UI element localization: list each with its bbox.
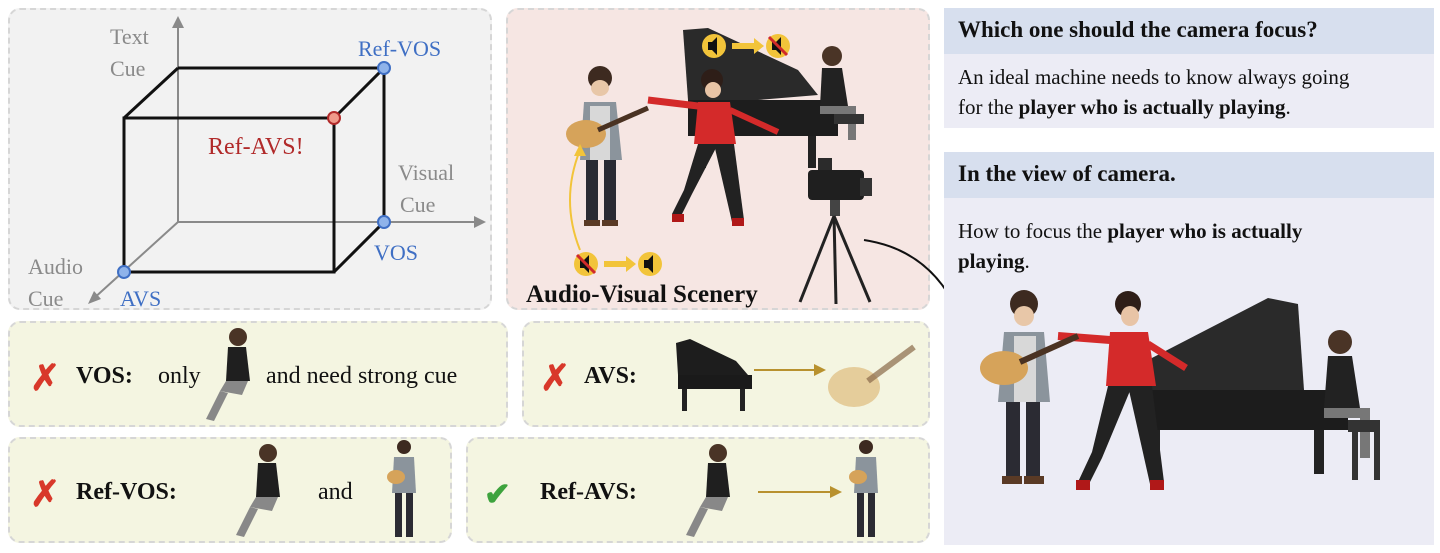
singer-dancer-illustration (647, 69, 780, 226)
curved-arrow-icon (569, 149, 581, 251)
vos-only-text: only (158, 363, 201, 389)
grand-piano-illustration (1138, 298, 1348, 474)
question-title: Which one should the camera focus? (958, 17, 1318, 42)
arrow-right-icon (758, 486, 842, 498)
speaker-muted-icon (574, 252, 598, 276)
speaker-on-icon (702, 34, 726, 58)
ref-vos-label-text: Ref-VOS: (76, 479, 177, 505)
camera-view-line-1-prefix: How to focus the (958, 219, 1108, 243)
question-line-2: for the player who is actually playing. (958, 92, 1291, 122)
visual-cue-label-2: Cue (400, 192, 435, 217)
cue-cube-panel: Text Cue Ref-VOS Ref-AVS! Visual Cue VOS… (8, 8, 492, 311)
speaker-muted-icon (766, 34, 790, 58)
speaker-on-icon (638, 252, 662, 276)
piano-figure (676, 339, 752, 411)
text-axis-arrow (172, 16, 184, 28)
camera-view-body: How to focus the player who is actually … (944, 198, 1434, 545)
arrow-right-icon (732, 38, 764, 54)
ref-vos-row-panel: ✗ Ref-VOS: and (8, 437, 452, 543)
ref-avs-row-panel: ✔ Ref-AVS: (466, 437, 930, 543)
question-body: An ideal machine needs to know always go… (944, 54, 1434, 128)
vos-row-panel: ✗ VOS: only and need strong cue (8, 321, 508, 427)
scene-illustration: Audio-Visual Scenery (526, 28, 872, 308)
cross-icon: ✗ (540, 358, 571, 398)
guitarist-figure (387, 440, 416, 537)
camera-view-line-1-bold: player who is actually (1107, 219, 1303, 243)
camera-view-line-2: playing. (958, 246, 1030, 276)
vos-row-label: VOS: (76, 363, 133, 390)
camera-view-line-2-bold: playing (958, 249, 1025, 273)
ref-avs-label: Ref-AVS! (208, 134, 304, 160)
audio-cue-label-1: Audio (28, 254, 83, 279)
visual-cue-label-1: Visual (398, 160, 454, 185)
pianist-illustration (1324, 330, 1380, 480)
visual-axis-arrow (474, 216, 486, 228)
vos-label: VOS (374, 240, 418, 265)
cue-cube-diagram: Text Cue Ref-VOS Ref-AVS! Visual Cue VOS… (28, 16, 486, 311)
ref-vos-row-label: Ref-VOS: (76, 479, 177, 506)
pianist-figure (236, 444, 280, 537)
text-cue-label-2: Cue (110, 56, 145, 81)
ref-avs-dot (327, 111, 341, 125)
question-header: Which one should the camera focus? (944, 8, 1434, 54)
singer-dancer-illustration (1057, 291, 1188, 490)
avs-dot (117, 265, 131, 279)
arrow-right-icon (604, 256, 636, 272)
ref-vos-dot (377, 61, 391, 75)
camera-view-line-2-suffix: . (1024, 249, 1030, 273)
scene-caption: Audio-Visual Scenery (526, 281, 758, 308)
audio-visual-scenery-panel: Audio-Visual Scenery (506, 8, 930, 310)
camera-view-title: In the view of camera. (958, 161, 1176, 186)
question-line-1: An ideal machine needs to know always go… (958, 65, 1350, 89)
ref-avs-label-text: Ref-AVS: (540, 479, 637, 505)
check-icon: ✔ (484, 476, 511, 512)
camera-view-line-1: How to focus the player who is actually (958, 216, 1302, 246)
ref-avs-row-label: Ref-AVS: (540, 479, 637, 506)
pianist-figure (686, 444, 730, 537)
vos-strong-cue-text: and need strong cue (266, 363, 458, 389)
guitarist-figure (849, 440, 878, 537)
question-line-2-prefix: for the (958, 95, 1019, 119)
vos-label-text: VOS: (76, 363, 133, 389)
avs-row-label: AVS: (584, 363, 637, 390)
camera-view-header: In the view of camera. (944, 152, 1434, 198)
ref-vos-and-text: and (318, 479, 353, 505)
guitarist-illustration (566, 66, 650, 226)
pianist-illustration (820, 46, 864, 140)
vos-dot (377, 215, 391, 229)
blurred-guitar-figure (828, 344, 916, 407)
curved-arrowhead-icon (574, 144, 586, 156)
ref-vos-label: Ref-VOS (358, 36, 441, 61)
cross-icon: ✗ (30, 358, 61, 398)
question-line-2-bold: player who is actually playing (1018, 95, 1286, 119)
avs-label-text: AVS: (584, 363, 637, 389)
audio-cue-label-2: Cue (28, 286, 63, 311)
arrow-right-icon (754, 364, 826, 376)
cue-cube (122, 66, 386, 274)
audio-axis-arrow (88, 291, 101, 304)
pianist-figure (206, 328, 250, 421)
cross-icon: ✗ (30, 474, 61, 514)
avs-row-panel: ✗ AVS: (522, 321, 930, 427)
avs-label: AVS (120, 286, 161, 311)
guitarist-illustration (980, 290, 1080, 484)
text-cue-label-1: Text (110, 24, 149, 49)
audio-axis-line (91, 221, 179, 301)
camera-view-illustration (980, 290, 1380, 490)
question-line-2-suffix: . (1285, 95, 1291, 119)
video-camera-illustration (798, 158, 872, 305)
